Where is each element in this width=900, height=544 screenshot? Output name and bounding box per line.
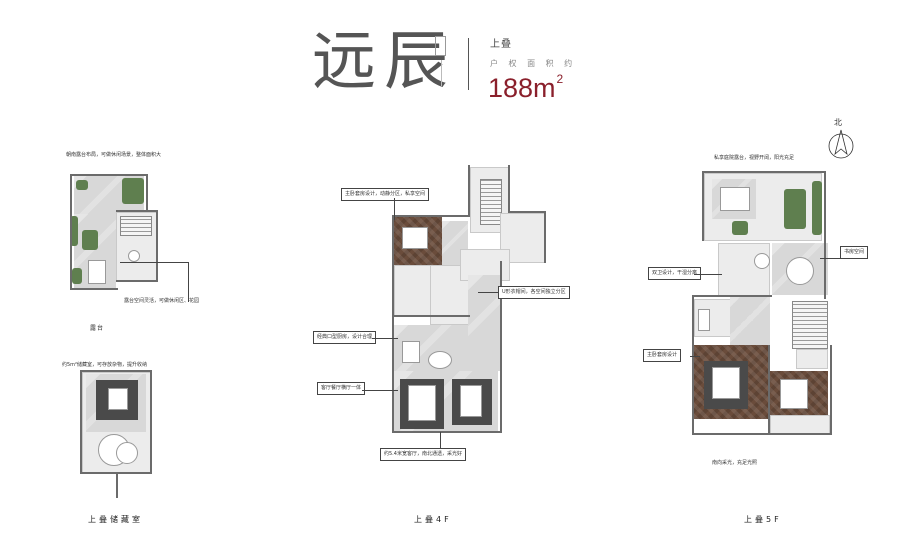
seal-line <box>441 60 442 86</box>
floor-label-storage: 上叠储藏室 <box>88 515 143 524</box>
annotation-leader <box>362 390 398 391</box>
annotation-4f-living: 客厅餐厅横厅一体 <box>317 382 366 395</box>
floor-label-4f: 上叠4F <box>414 515 452 524</box>
annotation-5f-master: 主卧套房设计 <box>643 349 682 362</box>
annotation-leader <box>820 258 840 259</box>
annotation-leader <box>478 292 498 293</box>
annotation-5f-bath: 双卫设计，干湿分离 <box>648 267 702 280</box>
floor-plan-storage-lower <box>72 362 162 502</box>
annotation-5f-south: 南向采光，充足光照 <box>712 460 758 466</box>
area-caption: 户 权 面 积 约 <box>490 59 577 68</box>
annotation-leader <box>188 262 189 302</box>
area-value: 188m2 <box>488 72 563 104</box>
annotation-4f-closet: U形衣帽间，各空间独立分区 <box>498 286 570 299</box>
annotation-terrace-2: 露台空间灵活，可做休闲区、花园 <box>124 298 200 304</box>
annotation-5f-terrace: 私享庭院露台，视野开阔，阳光充足 <box>714 155 795 161</box>
terrace-label: 露台 <box>90 325 105 332</box>
annotation-leader <box>690 356 700 357</box>
annotation-leader <box>694 274 722 275</box>
annotation-terrace: 朝南露台布局，可做休闲场景，整体面积大 <box>66 152 162 158</box>
floor-plan-storage <box>62 168 172 313</box>
annotation-4f-width: 约5.4米宽客厅，南北通透，采光好 <box>380 448 466 461</box>
compass-north-label: 北 <box>834 118 842 127</box>
floor-plan-4f <box>388 165 548 443</box>
annotation-4f-kitchen: 经典口型厨房，设计合理 <box>313 331 377 344</box>
area-unit-sup: 2 <box>556 72 564 86</box>
annotation-leader <box>372 338 398 339</box>
unit-type: 上叠 <box>490 39 512 50</box>
compass-icon <box>828 129 854 159</box>
header-divider <box>468 38 469 90</box>
project-title: 远辰 <box>312 25 456 99</box>
annotation-leader <box>394 198 395 220</box>
annotation-leader <box>120 262 188 263</box>
area-number: 188m <box>488 73 556 103</box>
annotation-storage: 约5m²储藏室，可存放杂物，提升收纳 <box>62 362 148 368</box>
annotation-4f-master: 主卧套房设计，动静分区，私享空间 <box>341 188 430 201</box>
floor-plan-5f <box>688 165 836 447</box>
annotation-leader <box>440 432 441 448</box>
seal-mark <box>435 36 446 56</box>
annotation-5f-study: 书房空间 <box>840 246 869 259</box>
floor-label-5f: 上叠5F <box>744 515 782 524</box>
